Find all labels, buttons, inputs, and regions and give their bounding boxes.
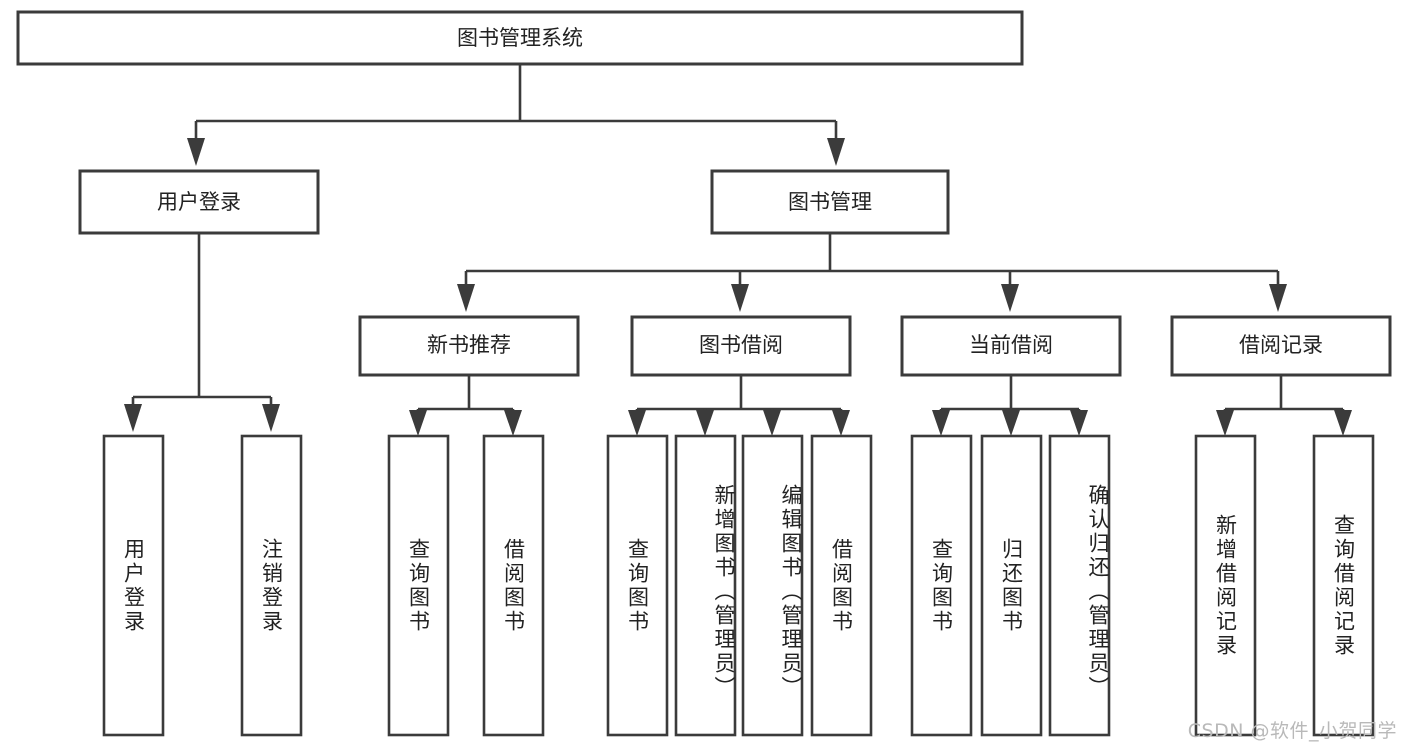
- node-root-label: 图书管理系统: [457, 26, 583, 50]
- node-book-borrow[interactable]: 图书借阅: [630, 315, 852, 377]
- arrow-head-icon: [504, 410, 522, 436]
- arrow-head-icon: [1001, 284, 1019, 312]
- connector-current-borrow-to-leaves: [932, 375, 1088, 436]
- watermark-text: CSDN @软件_小贺同学: [1187, 720, 1397, 742]
- arrow-head-icon: [628, 410, 646, 436]
- node-current-borrow-label: 当前借阅: [969, 333, 1053, 357]
- node-user-login[interactable]: 用户登录: [78, 169, 320, 235]
- node-current-borrow-box[interactable]: [900, 315, 1122, 377]
- node-book-manage[interactable]: 图书管理: [710, 169, 950, 235]
- arrow-head-icon: [932, 410, 950, 436]
- leaf-box-borrow-book-1[interactable]: [482, 434, 545, 737]
- connector-book-borrow-to-leaves: [628, 375, 850, 436]
- leaf-box-query-book-1[interactable]: [387, 434, 450, 737]
- connector-root-to-level2: [187, 64, 845, 166]
- arrow-head-icon: [187, 138, 205, 166]
- node-user-login-label: 用户登录: [157, 190, 241, 214]
- arrow-head-icon: [1002, 410, 1020, 436]
- leaf-box-query-record[interactable]: [1312, 434, 1375, 737]
- leaf-box-borrow-book-2[interactable]: [810, 434, 873, 737]
- node-root[interactable]: 图书管理系统: [16, 10, 1024, 66]
- arrow-head-icon: [1216, 410, 1234, 436]
- arrow-head-icon: [1269, 284, 1287, 312]
- leaf-box-user-logout[interactable]: [240, 434, 303, 737]
- leaf-box-edit-book[interactable]: [741, 434, 804, 737]
- arrow-head-icon: [832, 410, 850, 436]
- node-new-book-recommend[interactable]: 新书推荐: [358, 315, 580, 377]
- leaf-box-query-book-3[interactable]: [910, 434, 973, 737]
- connector-new-book-recommend-to-leaves: [409, 375, 522, 436]
- node-book-manage-label: 图书管理: [788, 190, 872, 214]
- leaf-box-query-book-2[interactable]: [606, 434, 669, 737]
- leaf-box-user-login[interactable]: [102, 434, 165, 737]
- arrow-head-icon: [1070, 410, 1088, 436]
- arrow-head-icon: [457, 284, 475, 312]
- arrow-head-icon: [731, 284, 749, 312]
- leaf-box-add-record[interactable]: [1194, 434, 1257, 737]
- arrow-head-icon: [696, 410, 714, 436]
- arrow-head-icon: [124, 404, 142, 432]
- node-borrow-record[interactable]: 借阅记录: [1170, 315, 1392, 377]
- node-book-borrow-label: 图书借阅: [699, 333, 783, 357]
- node-current-borrow[interactable]: 当前借阅: [900, 315, 1122, 377]
- node-user-login-box[interactable]: [78, 169, 320, 235]
- connector-user-login-to-leaves: [124, 233, 280, 432]
- connector-borrow-record-to-leaves: [1216, 375, 1352, 436]
- arrow-head-icon: [262, 404, 280, 432]
- leaf-box-add-book[interactable]: [674, 434, 737, 737]
- node-borrow-record-label: 借阅记录: [1239, 333, 1323, 357]
- node-new-book-recommend-box[interactable]: [358, 315, 580, 377]
- node-root-box[interactable]: [16, 10, 1024, 66]
- leaf-box-return-book[interactable]: [980, 434, 1043, 737]
- arrow-head-icon: [409, 410, 427, 436]
- node-new-book-recommend-label: 新书推荐: [427, 333, 511, 357]
- leaf-box-confirm-return[interactable]: [1048, 434, 1111, 737]
- arrow-head-icon: [827, 138, 845, 166]
- connector-book-manage-to-level3: [457, 233, 1287, 312]
- arrow-head-icon: [1334, 410, 1352, 436]
- arrow-head-icon: [763, 410, 781, 436]
